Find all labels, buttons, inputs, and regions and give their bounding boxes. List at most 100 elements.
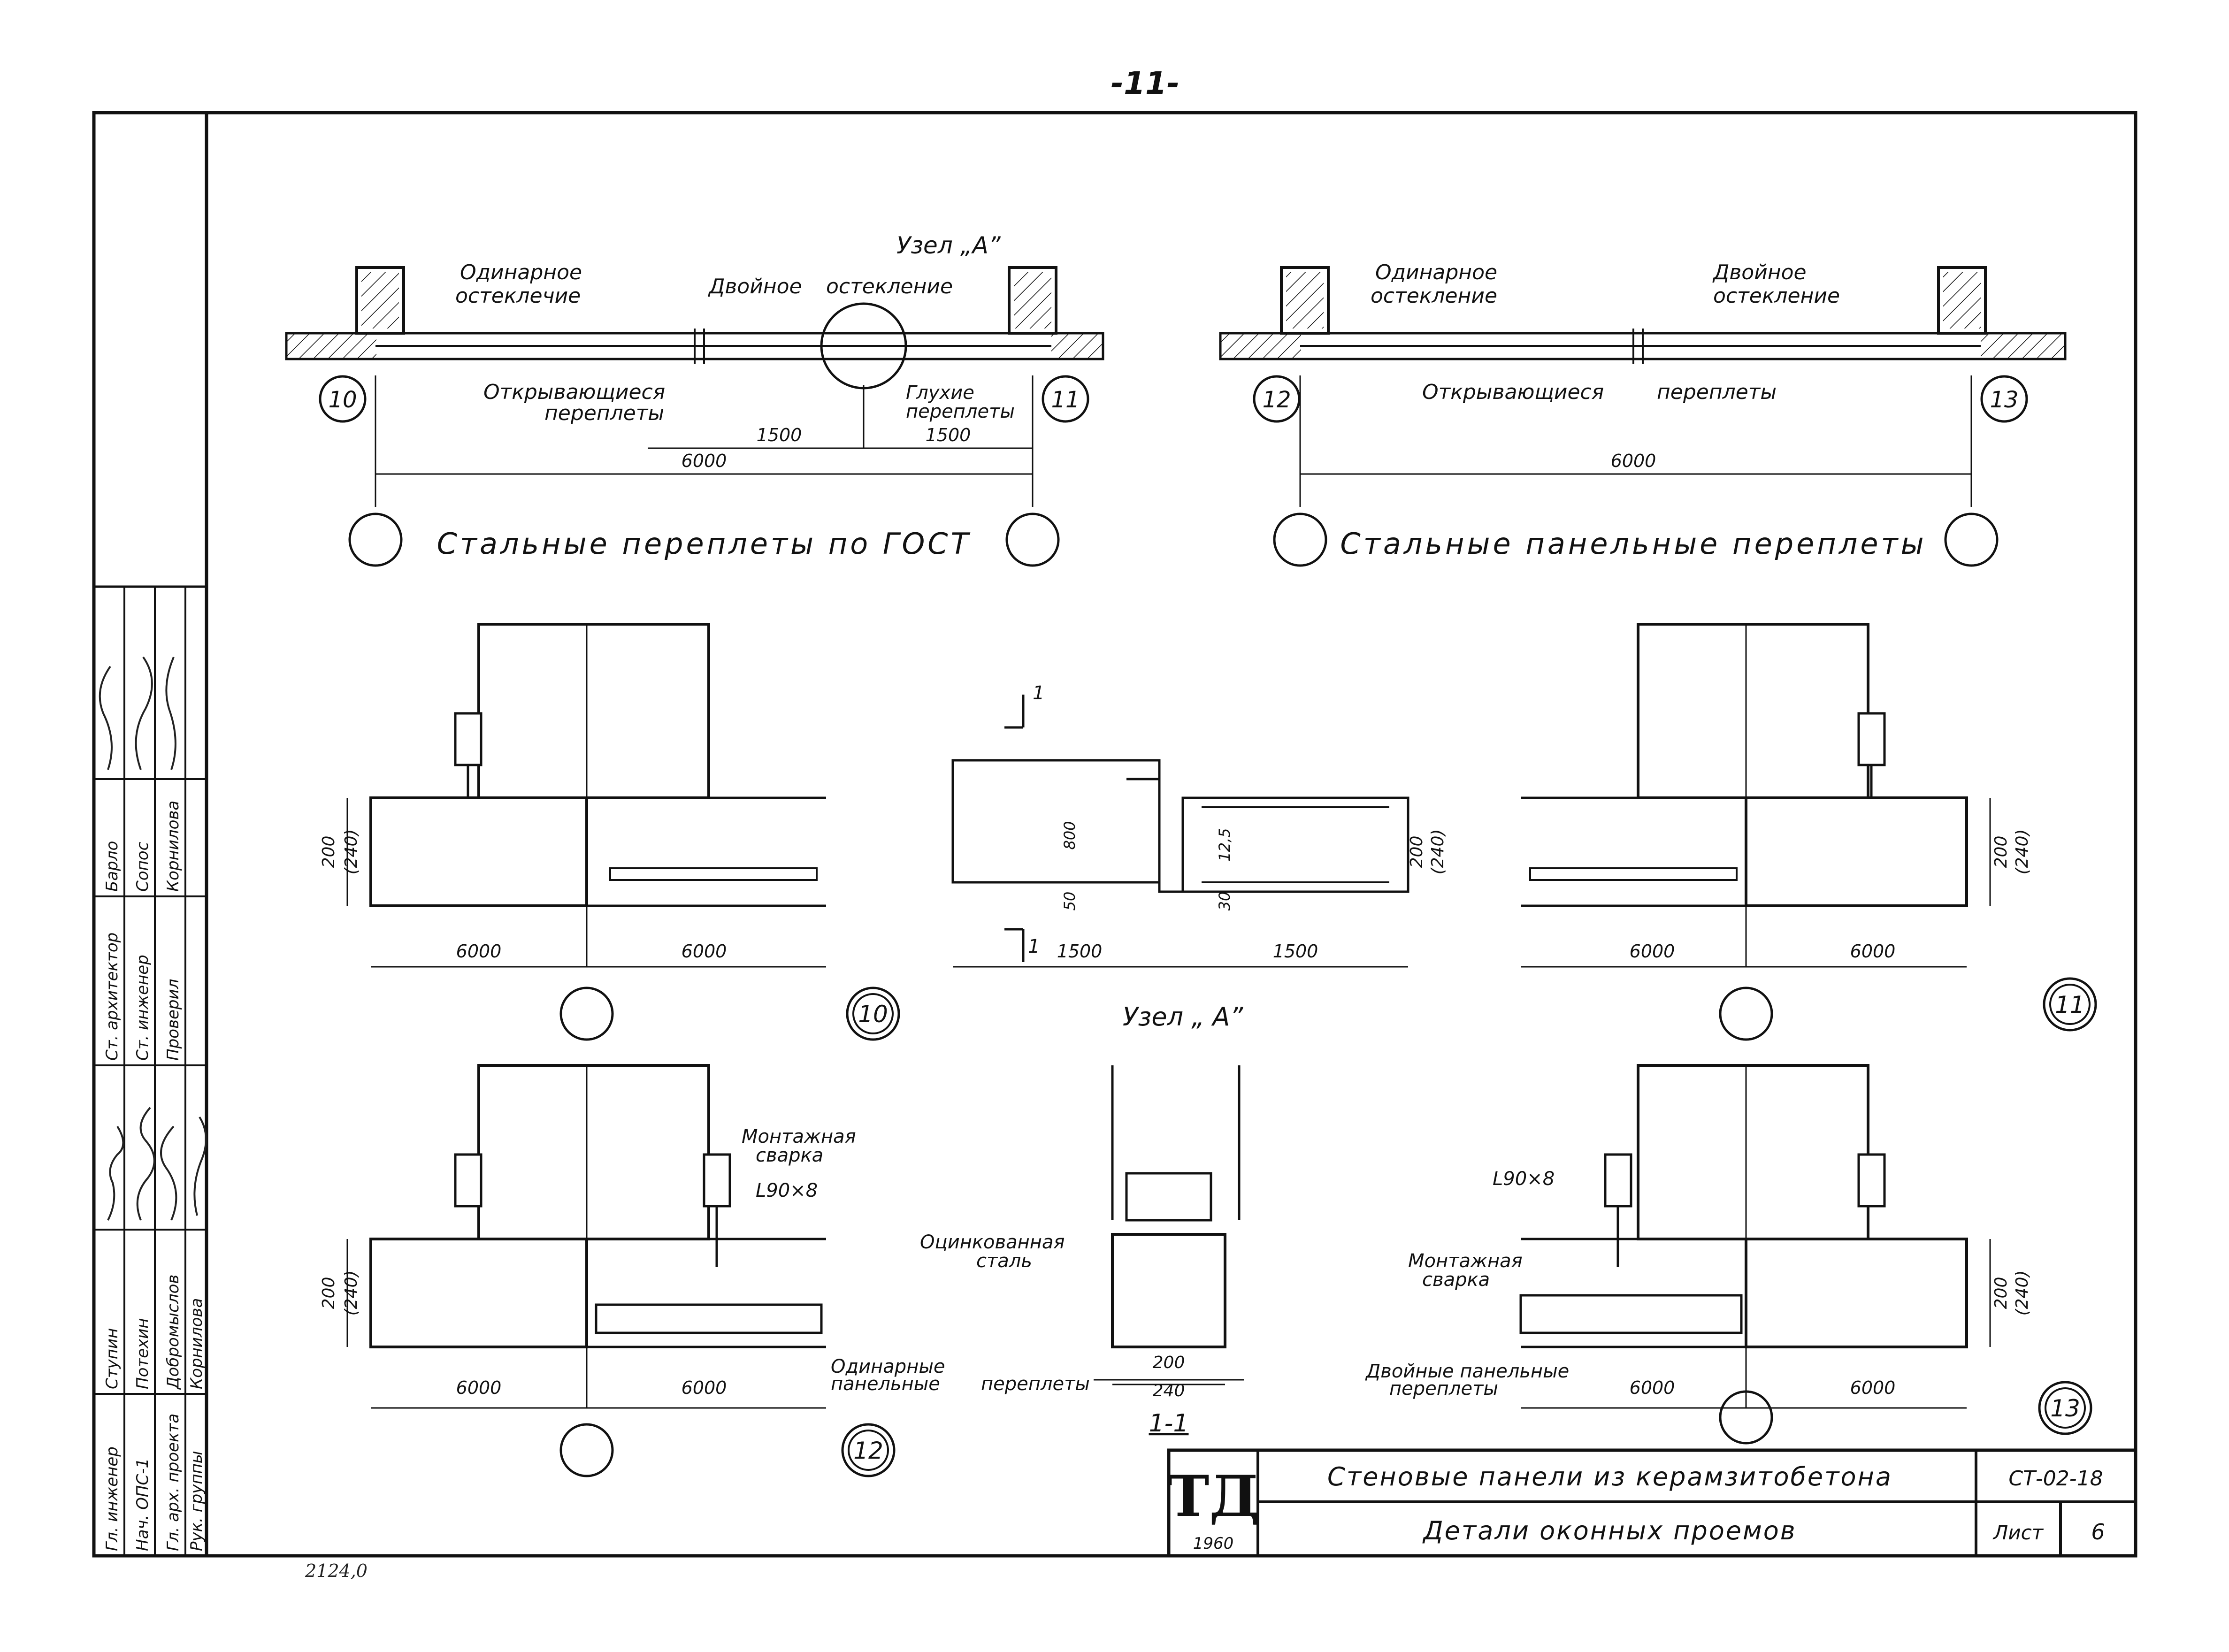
page-number: -11-: [1111, 65, 1180, 101]
detail-13-d-left: 6000: [1630, 1377, 1675, 1398]
detail-10-h2: (240): [342, 829, 361, 875]
detail-11-d-left: 6000: [1630, 941, 1675, 962]
detail-13-frames-2: переплеты: [1389, 1378, 1498, 1400]
detail-12-weld-2: сварка: [756, 1145, 823, 1166]
sheet-frame: [92, 111, 2137, 1558]
node-a-section-mark-top: 1: [1033, 682, 1044, 704]
title-block-subtitle: Детали оконных проемов: [1422, 1516, 1796, 1545]
plan-left-opening-sashes-2: переплеты: [544, 401, 664, 425]
detail-12-frames-3: переплеты: [981, 1373, 1090, 1395]
stamp-role-5: Ст. архитектор: [103, 933, 122, 1061]
stamp-role-2: Нач. ОПС-1: [133, 1458, 152, 1551]
plan-left-dim-total: 6000: [682, 451, 727, 471]
detail-10: [346, 623, 900, 1041]
signature-stamp: [94, 585, 207, 1556]
plan-right-double-glazing-1: Двойное: [1712, 260, 1807, 284]
plan-right-axis-right: 13: [1990, 387, 2018, 413]
detail-11-h1: 200: [1992, 836, 2011, 868]
stamp-role-7: Проверил: [164, 979, 183, 1061]
detail-12: [346, 1064, 896, 1477]
stamp-role-3: Гл. арх. проекта: [164, 1414, 183, 1551]
node-a-d-right: 1500: [1273, 941, 1318, 962]
plan-left-title: Стальные переплеты по ГОСТ: [437, 527, 972, 561]
stamp-name-7: Корнилова: [164, 801, 183, 892]
plan-left-single-glazing-1: Одинарное: [460, 260, 582, 284]
plan-left: [285, 266, 1104, 567]
detail-11-d-right: 6000: [1850, 941, 1896, 962]
node-a-dim-50b: 30: [1216, 892, 1233, 911]
plan-right-single-glazing-1: Одинарное: [1375, 260, 1497, 284]
plan-right-title: Стальные панельные переплеты: [1340, 527, 1926, 561]
title-block-title: Стеновые панели из керамзитобетона: [1327, 1462, 1892, 1491]
plan-left-opening-sashes-1: Открывающиеся: [483, 380, 665, 404]
stamp-name-1: Ступин: [103, 1328, 122, 1389]
node-a-h1: 200: [1407, 836, 1426, 868]
detail-13: [1519, 1064, 2092, 1445]
plan-left-fixed-sashes-1: Глухие: [906, 382, 974, 404]
stamp-name-6: Сопос: [133, 841, 152, 892]
node-a-dim-125: 12,5: [1216, 828, 1233, 861]
inventory-note: 2124,0: [305, 1560, 368, 1581]
detail-12-d-left: 6000: [456, 1377, 502, 1398]
plan-right-double-glazing-2: остекление: [1713, 284, 1840, 308]
title-block-year: 1960: [1193, 1534, 1234, 1553]
detail-10-d-left: 6000: [456, 941, 502, 962]
section-1-1: [1094, 1065, 1244, 1385]
plan-right-single-glazing-2: остекление: [1371, 284, 1497, 308]
detail-12-weld-1: Монтажная: [742, 1126, 856, 1147]
detail-12-frames-1: Одинарные: [831, 1356, 945, 1377]
title-block-logo: ТД: [1167, 1463, 1259, 1530]
title-block-code: СТ-02-18: [2008, 1467, 2103, 1491]
detail-13-weld-2: сварка: [1422, 1269, 1490, 1291]
section-1-1-steel-1: Оцинкованная: [920, 1231, 1065, 1253]
detail-11: [1521, 623, 2097, 1041]
detail-12-h2: (240): [342, 1270, 361, 1316]
detail-12-d-right: 6000: [682, 1377, 727, 1398]
detail-13-d-right: 6000: [1850, 1377, 1896, 1398]
plan-left-dim-1: 1500: [757, 425, 802, 445]
detail-13-angle: L90×8: [1493, 1168, 1555, 1190]
stamp-role-6: Ст. инженер: [133, 955, 152, 1061]
plan-left-fixed-sashes-2: переплеты: [906, 401, 1015, 422]
detail-10-d-right: 6000: [682, 941, 727, 962]
node-a-dim-50a: 50: [1061, 892, 1079, 911]
stamp-role-1: Гл. инженер: [103, 1446, 122, 1551]
plan-left-double-glazing-1: Двойное: [708, 275, 802, 298]
node-a-dim-800: 800: [1061, 821, 1079, 849]
detail-13-h2: (240): [2013, 1270, 2032, 1316]
detail-13-h1: 200: [1992, 1277, 2011, 1309]
plan-right-opening-sashes-1: Открывающиеся: [1422, 380, 1604, 404]
plan-left-axis-right: 11: [1051, 387, 1080, 413]
node-a-h2: (240): [1428, 829, 1448, 875]
detail-13-id: 13: [2050, 1395, 2080, 1422]
section-1-1-caption: 1-1: [1149, 1409, 1189, 1438]
section-1-1-dim-200: 200: [1153, 1353, 1185, 1372]
plan-right-opening-sashes-2: переплеты: [1657, 380, 1777, 404]
node-a: [951, 695, 1409, 968]
detail-13-frames-1: Двойные панельные: [1365, 1361, 1569, 1382]
detail-13-weld-1: Монтажная: [1408, 1250, 1523, 1272]
section-1-1-dim-240: 240: [1153, 1381, 1185, 1400]
detail-12-h1: 200: [319, 1277, 338, 1309]
detail-11-h2: (240): [2013, 829, 2032, 875]
section-1-1-steel-2: сталь: [976, 1250, 1032, 1272]
stamp-name-2: Потехин: [133, 1318, 152, 1389]
plan-left-axis-left: 10: [328, 387, 357, 413]
stamp-name-4: Корнилова: [187, 1298, 206, 1389]
title-block-sheet-label: Лист: [1992, 1521, 2044, 1544]
title-block: [1167, 1448, 2137, 1558]
node-a-section-mark-bottom: 1: [1028, 936, 1040, 957]
plan-left-double-glazing-2: остекление: [826, 275, 953, 298]
detail-12-frames-2: панельные: [831, 1373, 940, 1395]
plan-right: [1219, 266, 2067, 567]
stamp-name-3: Добромыслов: [164, 1275, 183, 1390]
detail-12-angle: L90×8: [756, 1180, 818, 1201]
node-a-d-left: 1500: [1057, 941, 1103, 962]
title-block-sheet-number: 6: [2091, 1519, 2105, 1545]
plan-left-single-glazing-2: остеклечие: [455, 284, 581, 308]
detail-10-h1: 200: [319, 836, 338, 868]
detail-10-id: 10: [858, 1001, 888, 1028]
detail-11-id: 11: [2055, 991, 2085, 1018]
plan-right-dim-total: 6000: [1611, 451, 1656, 471]
